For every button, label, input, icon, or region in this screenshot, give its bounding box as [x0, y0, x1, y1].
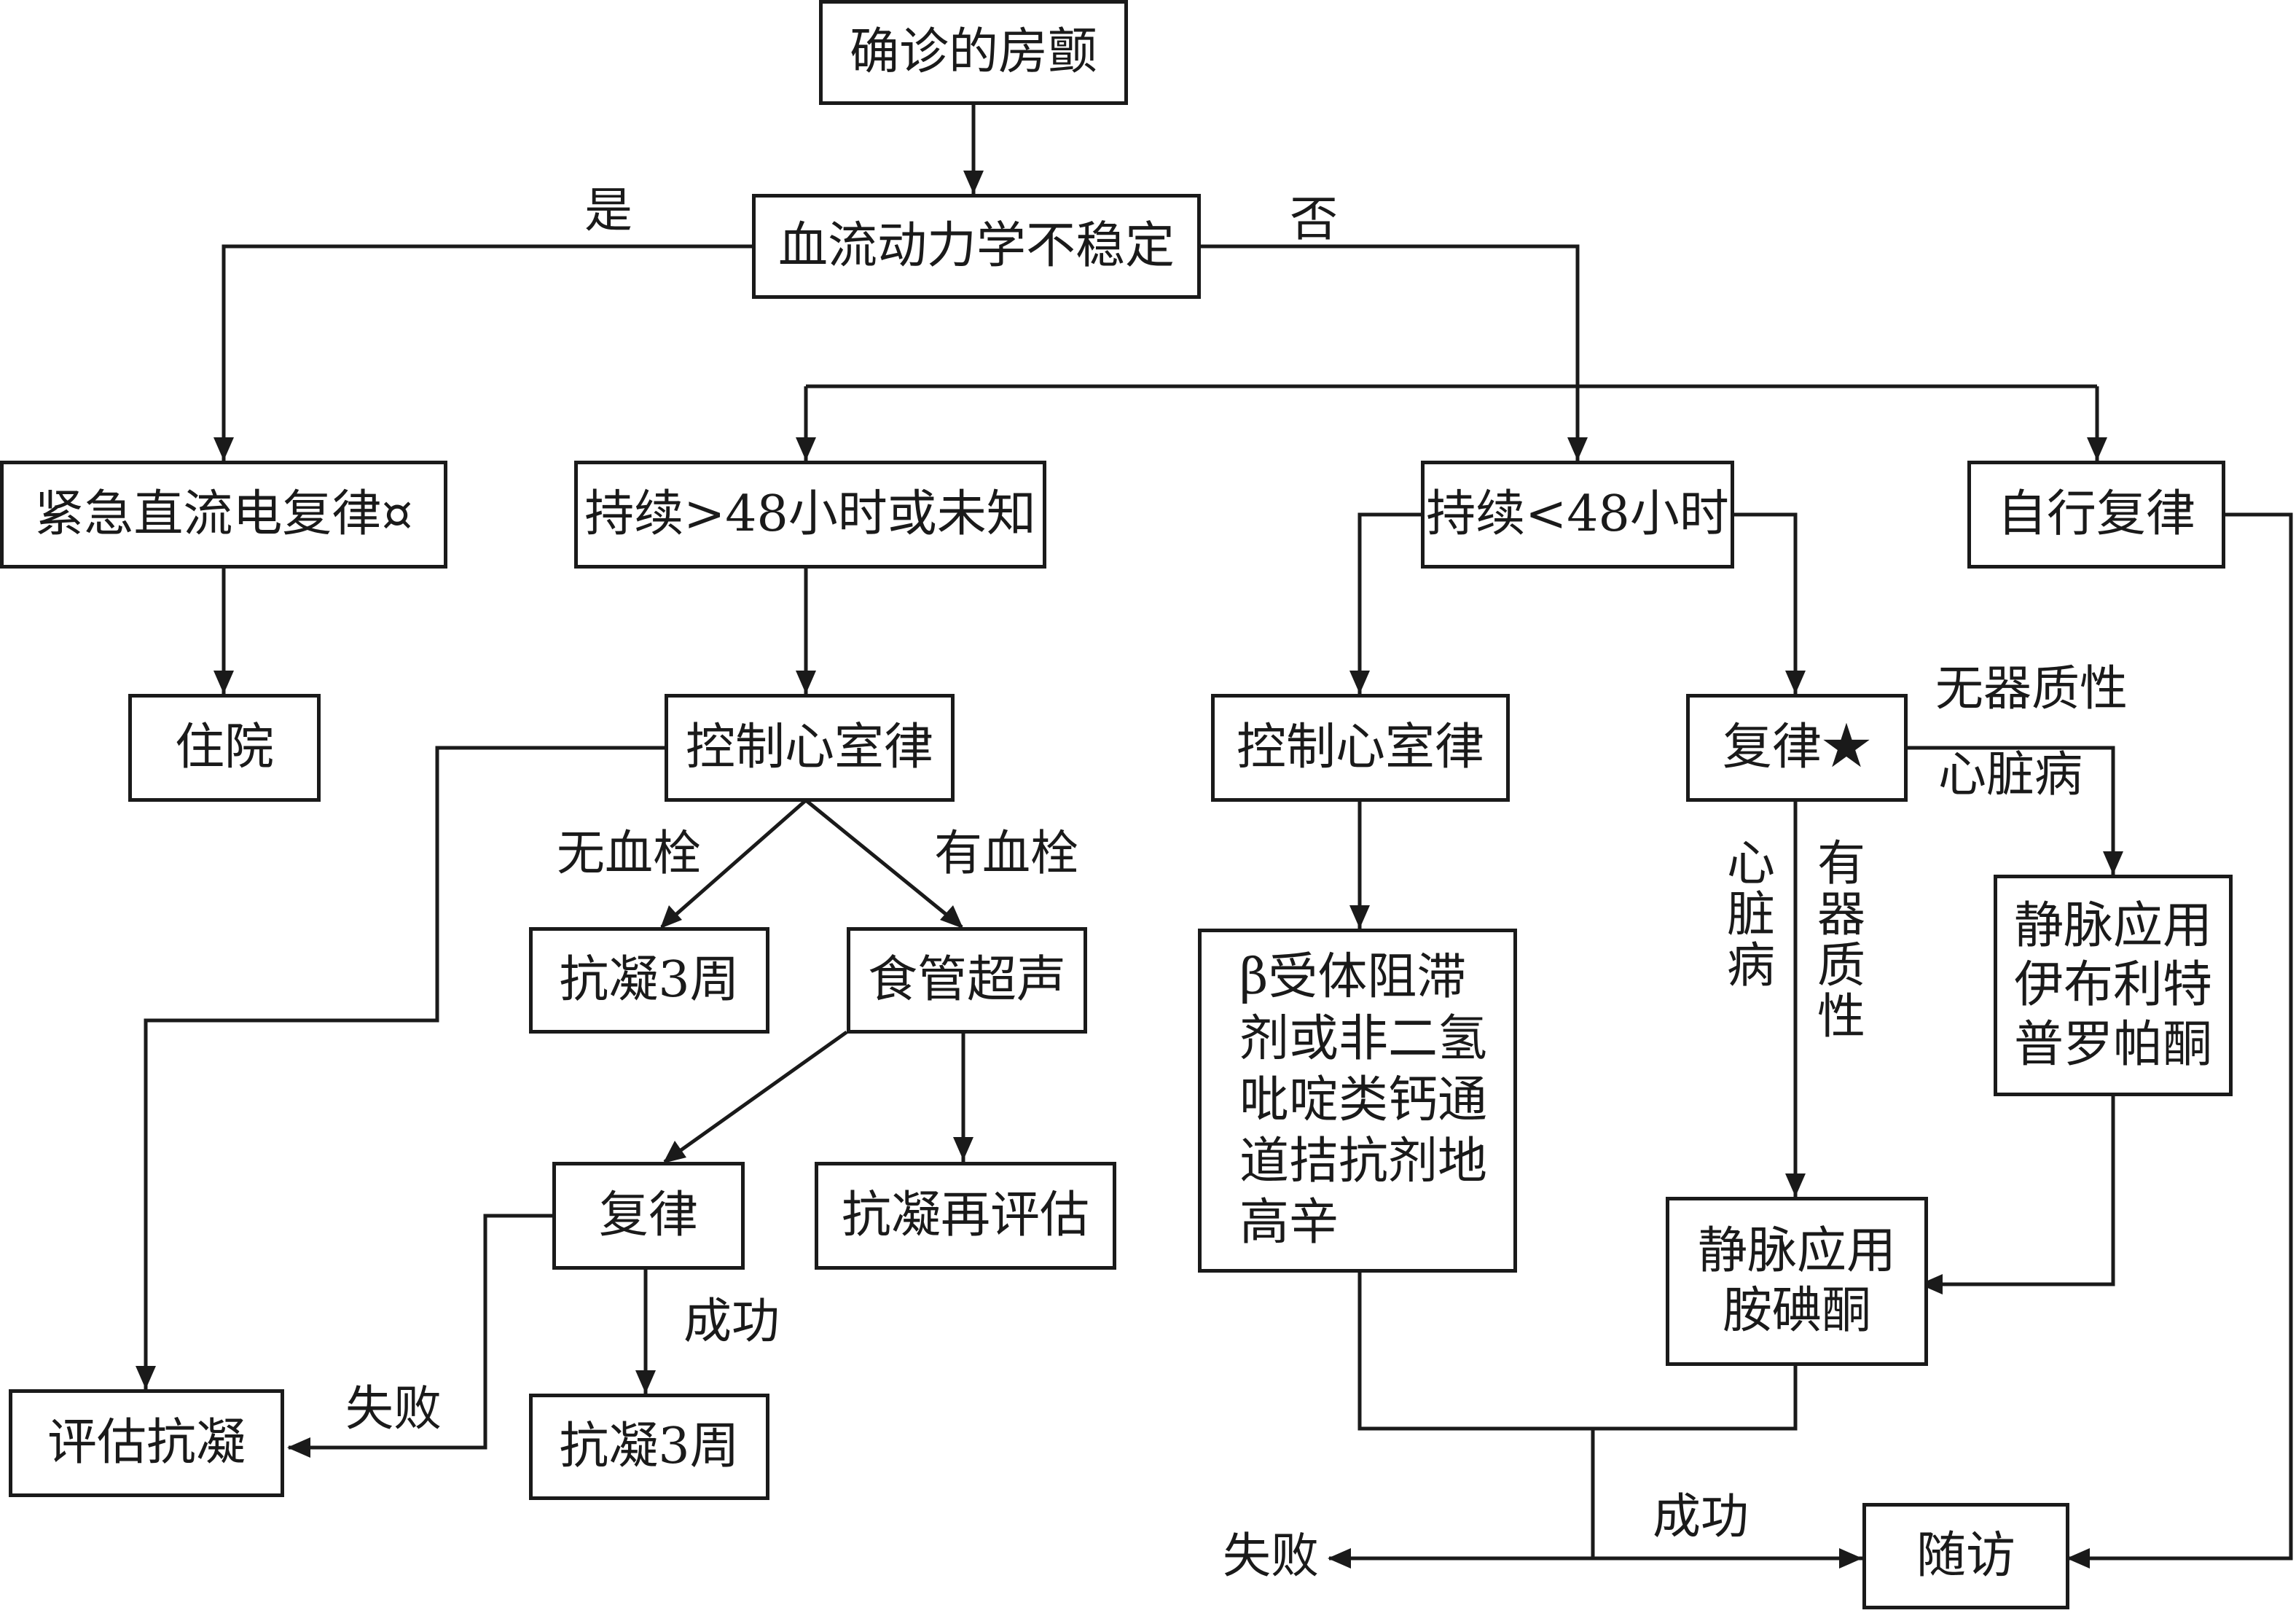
node-iv-ibutilide: 静脉应用 伊布利特 普罗帕酮 [1994, 875, 2233, 1096]
node-self-convert: 自行复律 [1967, 461, 2225, 569]
node-assess-anticoag: 评估抗凝 [9, 1389, 284, 1497]
node-hemodynamic-unstable: 血流动力学不稳定 [752, 194, 1201, 299]
edge-yes-to-emergency-dc [222, 244, 753, 462]
edge-star-to-ibutilide [1906, 746, 2115, 876]
arrowhead [953, 1137, 973, 1160]
arrowhead [940, 905, 963, 929]
node-follow-up: 随访 [1862, 1503, 2069, 1609]
arrowhead [635, 1370, 656, 1394]
arrowhead [136, 1366, 156, 1389]
node-emergency-dc: 紧急直流电复律¤ [0, 461, 447, 569]
node-under-48h: 持续<48小时 [1421, 461, 1734, 569]
node-rate-control-a: 控制心室律 [665, 694, 955, 802]
node-hospitalize: 住院 [128, 694, 321, 802]
arrowhead [796, 671, 816, 694]
label-success-bottom: 成功 [1653, 1488, 1749, 1544]
arrowhead [213, 671, 234, 694]
node-reassess-anticoag: 抗凝再评估 [815, 1162, 1116, 1270]
node-anticoag-3w-a: 抗凝3周 [529, 927, 769, 1034]
edge-self-convert-to-follow-up [2068, 512, 2293, 1561]
arrowhead [660, 905, 682, 929]
arrowhead [1328, 1548, 1351, 1569]
label-no: 否 [1290, 191, 1338, 247]
node-cardioversion: 复律 [552, 1162, 745, 1270]
node-confirmed-af: 确诊的房颤 [819, 0, 1128, 105]
label-no-thrombus: 无血栓 [557, 825, 701, 881]
arrowhead [287, 1437, 310, 1458]
arrowhead [1567, 437, 1588, 461]
node-cardioversion-star: 复律★ [1686, 694, 1908, 802]
node-over-48h: 持续>48小时或未知 [574, 461, 1046, 569]
arrowhead [1785, 671, 1806, 694]
label-heart-disease-vertical: 心 脏 病 [1727, 835, 1775, 993]
label-organic-vertical: 有 器 质 性 [1817, 835, 1865, 1044]
edge-rate-control-to-assess [144, 746, 666, 1391]
edge-under48-to-rate-control [1357, 512, 1422, 695]
arrowhead [2066, 1548, 2090, 1569]
arrowhead [663, 1141, 686, 1163]
label-with-thrombus: 有血栓 [934, 825, 1078, 881]
arrowhead [1839, 1548, 1862, 1569]
node-iv-amiodarone: 静脉应用 胺碘酮 [1666, 1197, 1928, 1366]
edge-cardioversion-failure [289, 1214, 554, 1450]
edge-beta-merge [1357, 1271, 1798, 1431]
arrowhead [963, 171, 984, 194]
edge-tee-to-cardioversion [663, 1030, 848, 1164]
edge-no-to-under48 [1199, 244, 1580, 462]
arrowhead [213, 437, 234, 461]
edge-under48-to-cardioversion [1733, 512, 1798, 695]
node-tee: 食管超声 [847, 927, 1087, 1034]
arrowhead [1785, 1173, 1806, 1197]
node-anticoag-3w-b: 抗凝3周 [529, 1394, 769, 1500]
label-failure-left: 失败 [345, 1380, 442, 1437]
label-success-left: 成功 [683, 1293, 780, 1349]
arrowhead [796, 437, 816, 461]
arrowhead [1349, 905, 1370, 929]
arrowhead [2103, 851, 2123, 875]
label-no-organic-line1: 无器质性 [1935, 660, 2128, 716]
arrowhead [1349, 671, 1370, 694]
arrowhead [1919, 1274, 1943, 1294]
edge-ibutilide-to-amiodarone [1921, 1095, 2115, 1286]
label-no-organic-line2: 心脏病 [1938, 746, 2083, 802]
node-rate-control-b: 控制心室律 [1211, 694, 1510, 802]
arrowhead [2087, 437, 2107, 461]
edge-with-thrombus [804, 799, 963, 929]
label-yes: 是 [584, 182, 632, 238]
label-failure-bottom: 失败 [1223, 1528, 1319, 1584]
edge-no-thrombus [660, 799, 807, 929]
node-beta-blocker: β受体阻滞 剂或非二氢 吡啶类钙通 道拮抗剂地 高辛 [1198, 929, 1517, 1273]
